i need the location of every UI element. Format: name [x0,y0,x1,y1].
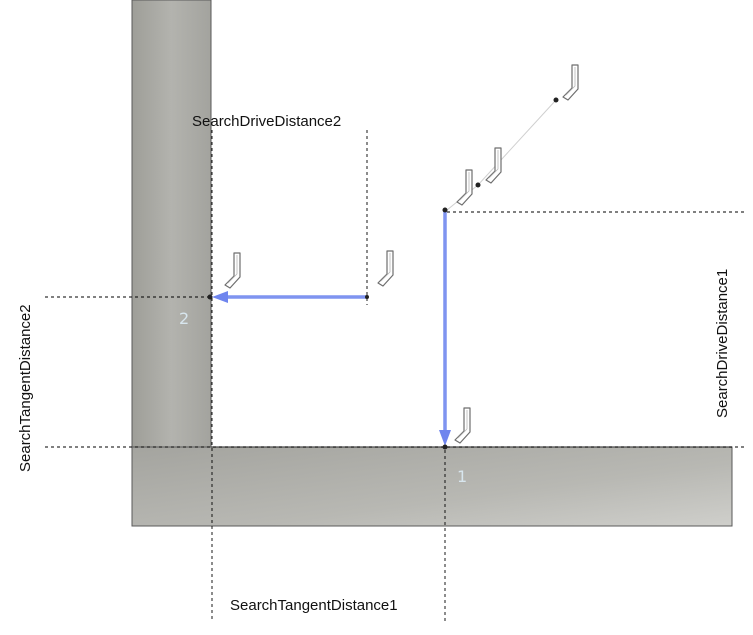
path-points [207,97,559,450]
point-marker [553,97,559,103]
point-marker [442,444,448,450]
horizontal-wall [131,446,733,527]
part-walls [131,0,733,527]
point-marker [475,182,481,188]
tool-probe-icon [377,250,394,287]
tool-probe-icon [224,252,241,289]
tool-probe-icon [485,147,502,184]
label-search-drive-distance-2: SearchDriveDistance2 [192,113,341,130]
dimension-lines [45,130,745,622]
tool-probe-icon [562,64,579,101]
search-arrows [212,210,451,446]
point-marker [365,295,369,299]
vertical-wall [131,0,212,527]
label-search-drive-distance-1: SearchDriveDistance1 [714,269,731,418]
point-label-2: 2 [179,309,189,328]
arrow-drive-1-head [439,430,451,446]
label-search-tangent-distance-1: SearchTangentDistance1 [230,597,398,614]
tool-probe-icon [456,169,473,206]
point-marker [207,294,213,300]
point-label-1: 1 [457,467,467,486]
label-search-tangent-distance-2: SearchTangentDistance2 [17,304,34,472]
tool-probe-icon [454,407,471,444]
arrow-drive-2-head [212,291,228,303]
point-marker [442,207,448,213]
